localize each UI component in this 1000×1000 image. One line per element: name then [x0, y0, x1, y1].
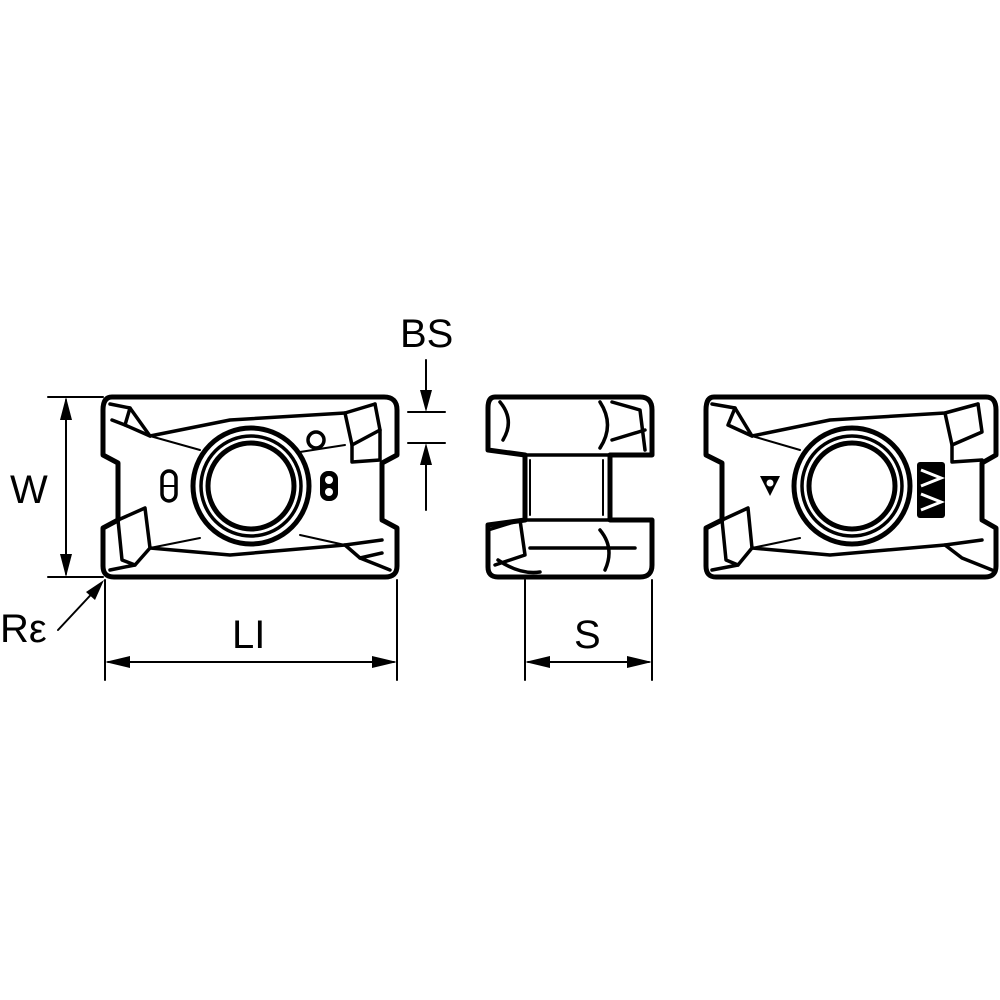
w-arrow-bottom	[60, 554, 72, 577]
s-arrow-right	[627, 656, 652, 668]
right-view-center-hole-mid	[800, 434, 904, 538]
li-arrow-right	[372, 656, 397, 668]
right-view-outline	[703, 394, 999, 580]
front-view	[100, 394, 400, 580]
triangle-logo-icon	[760, 476, 780, 496]
dimension-label-bs: BS	[400, 312, 453, 356]
dimension-label-li: LI	[232, 613, 265, 657]
front-view-center-hole-outer	[190, 425, 312, 547]
dimension-label-w: W	[10, 468, 48, 512]
right-view	[703, 394, 999, 580]
s-arrow-left	[525, 656, 550, 668]
dimension-label-r-epsilon: Rε	[0, 607, 47, 651]
front-view-right-upper-pocket	[350, 428, 382, 464]
front-view-top-left-edge	[110, 418, 127, 427]
side-view	[485, 394, 655, 580]
li-arrow-left	[105, 656, 130, 668]
front-view-center-hole-inner	[205, 440, 297, 532]
dimension-label-s: S	[574, 613, 601, 657]
right-view-center-hole-outer	[791, 425, 913, 547]
dimension-lines	[47, 359, 653, 681]
logo-mark-icon	[320, 471, 338, 501]
right-view-center-hole-inner	[806, 440, 898, 532]
bs-arrow-up	[420, 443, 432, 465]
r-epsilon-arrow	[86, 580, 104, 600]
w-arrow-top	[60, 397, 72, 420]
brand-logo-mark-icon	[917, 462, 946, 518]
side-view-top-lobe	[498, 400, 610, 450]
front-view-center-hole-mid	[199, 434, 303, 538]
front-view-top-chamfer	[108, 402, 377, 438]
front-view-bottom-chamfer	[108, 543, 392, 572]
bs-arrow-down	[420, 390, 432, 412]
front-view-outline	[100, 394, 400, 580]
side-view-outline	[485, 394, 655, 580]
side-view-bottom-lobe	[496, 518, 637, 575]
front-view-small-circle-mark	[306, 430, 326, 450]
